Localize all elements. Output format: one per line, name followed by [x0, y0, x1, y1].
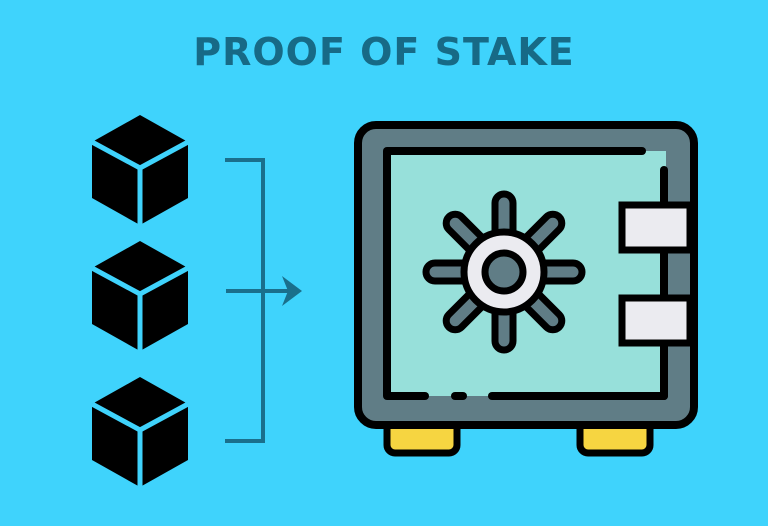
page-title: PROOF OF STAKE: [193, 30, 575, 74]
bracket-connector: [225, 158, 290, 443]
arrow-head-icon: [282, 276, 302, 306]
safe-vault-icon: [354, 121, 698, 457]
cube-icon: [90, 115, 190, 225]
cube-icon: [90, 241, 190, 351]
cube-icon: [90, 377, 190, 487]
dial-icon: [422, 190, 586, 354]
